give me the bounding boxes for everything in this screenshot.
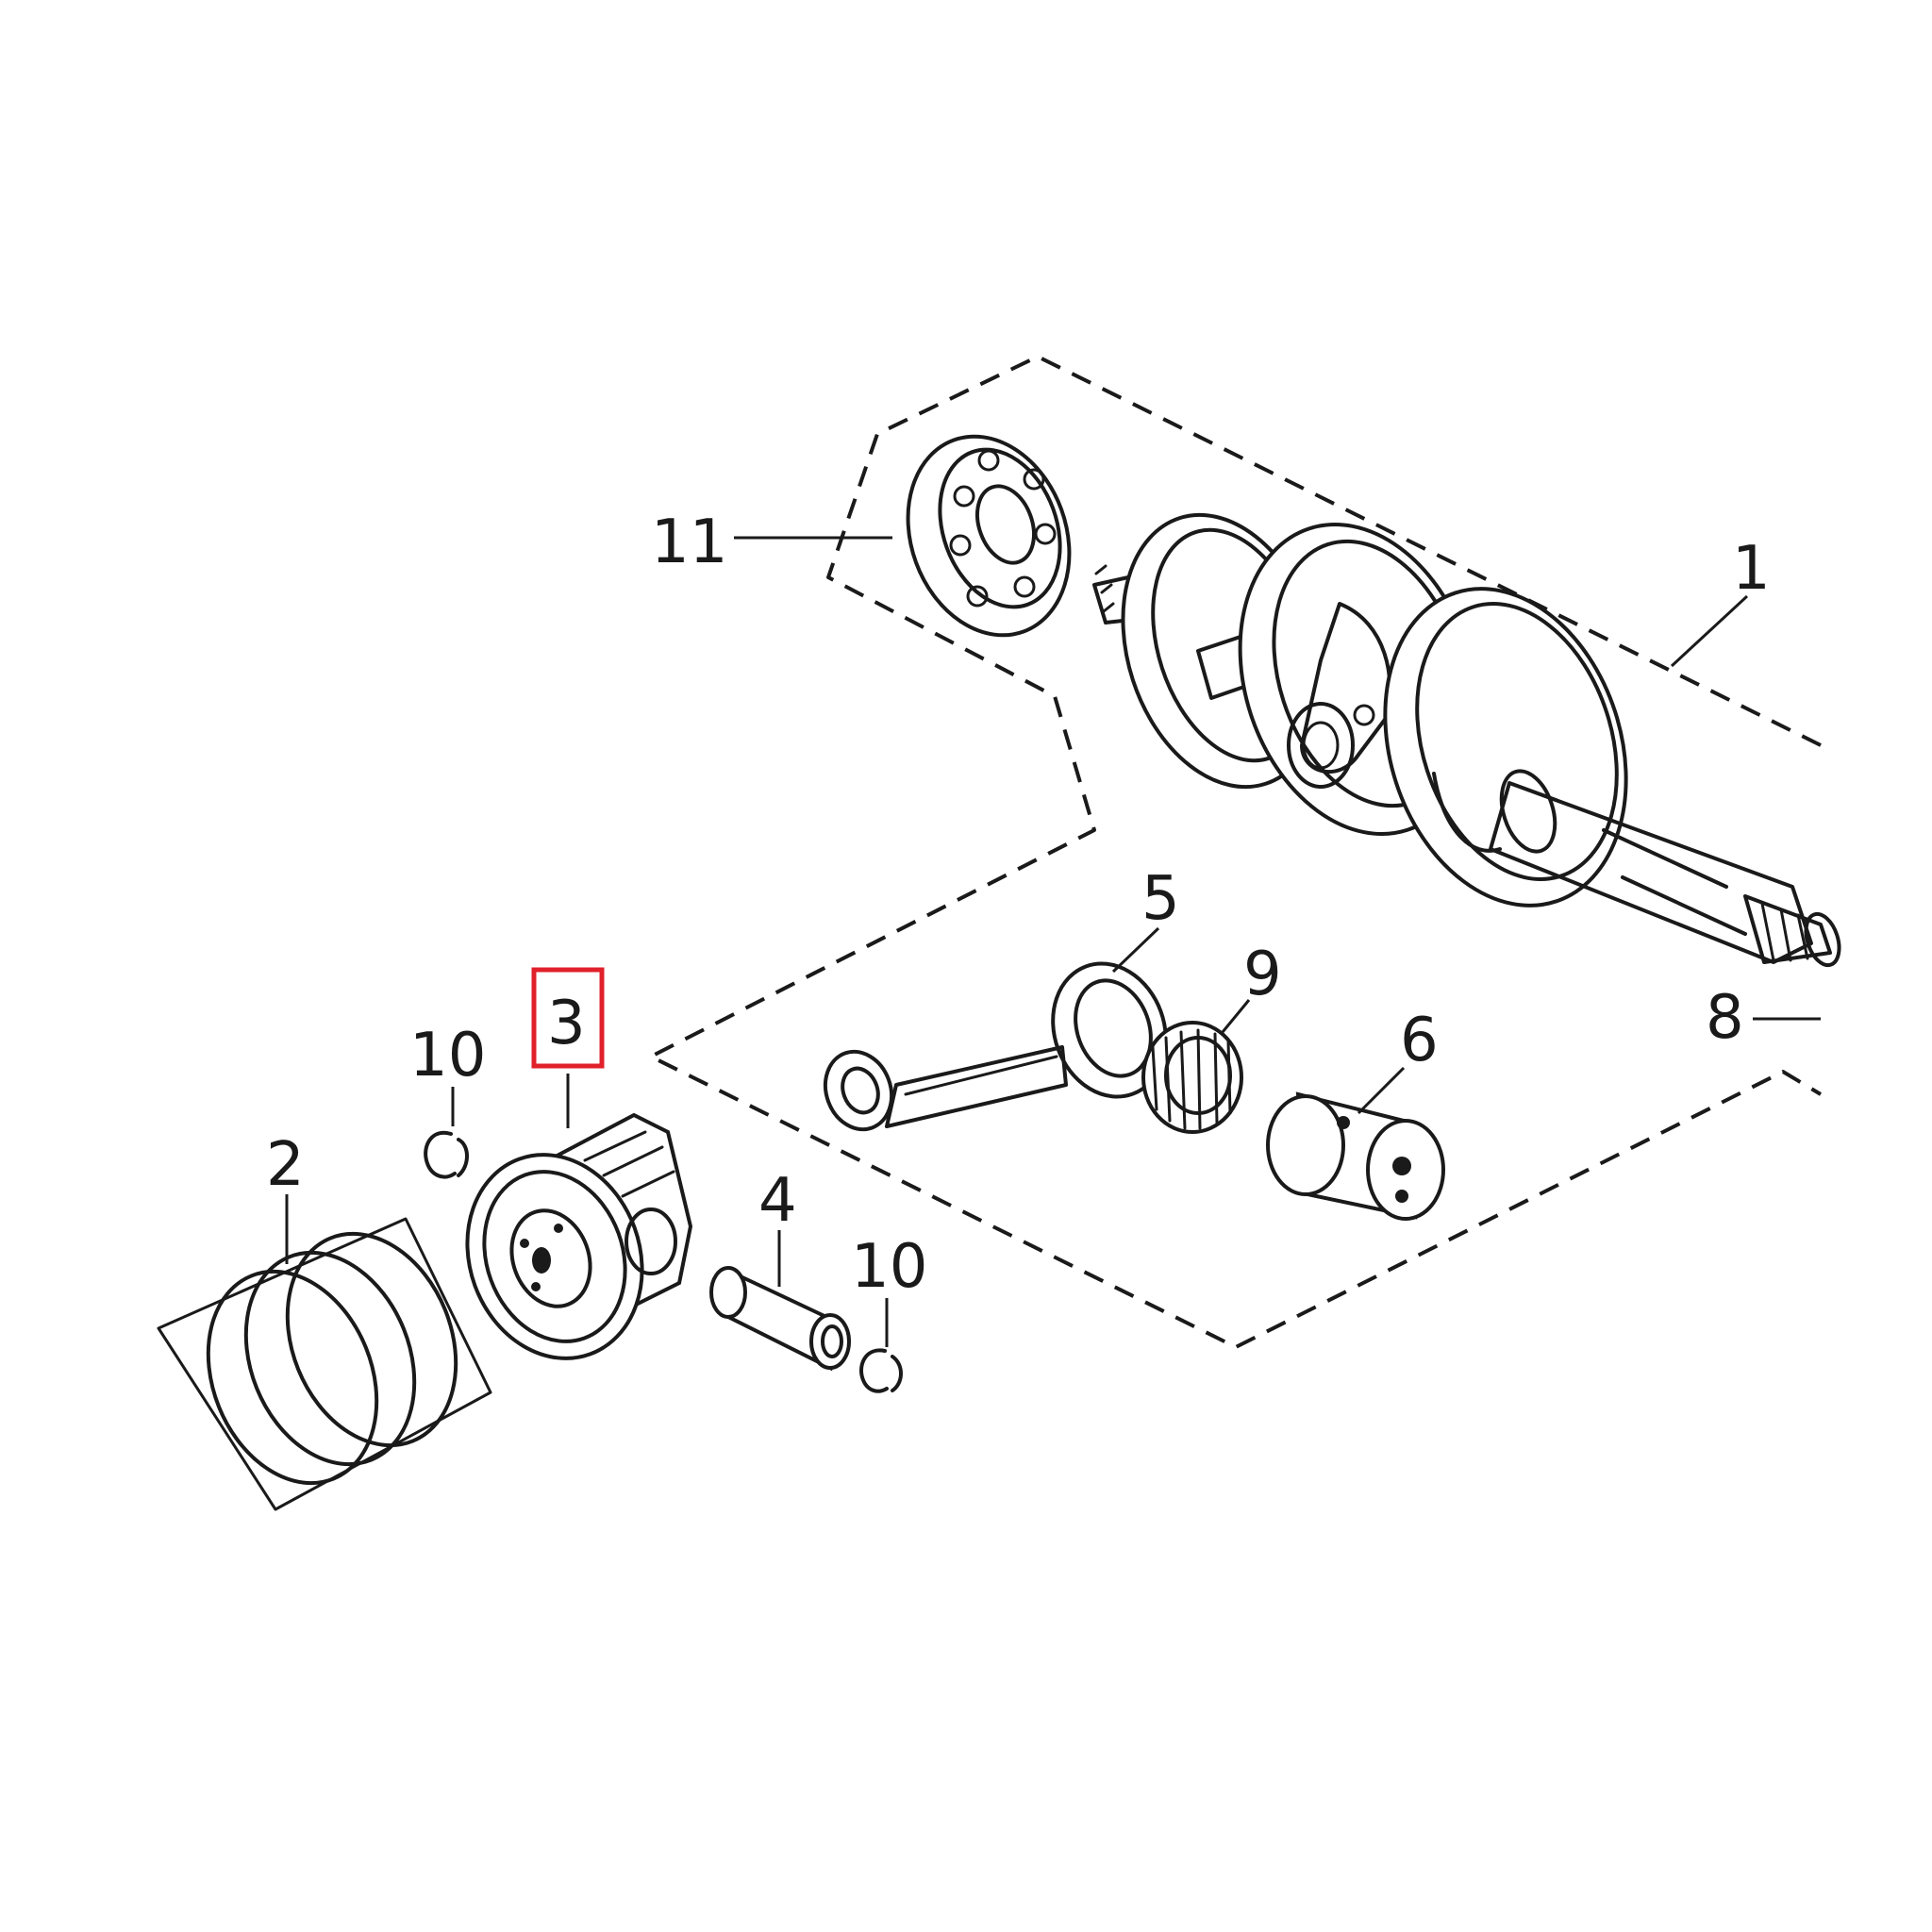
callout-1: 1 — [1732, 534, 1771, 604]
highlight-box — [531, 967, 605, 1069]
part-4-piston-pin[interactable] — [709, 1266, 851, 1372]
callout-8: 8 — [1706, 983, 1744, 1053]
part-2-piston-rings[interactable] — [157, 1208, 492, 1511]
callout-3: 3 — [547, 989, 586, 1058]
callout-9: 9 — [1243, 940, 1282, 1009]
part-1-crankshaft[interactable] — [1090, 489, 1845, 969]
callout-10-bottom: 10 — [851, 1232, 927, 1302]
assembly-group-outline — [649, 355, 1823, 1349]
callout-4: 4 — [758, 1166, 797, 1236]
highlighted-callout-3[interactable]: 3 — [531, 967, 605, 1069]
callout-10-top: 10 — [409, 1021, 486, 1091]
callout-6: 6 — [1400, 1006, 1439, 1075]
part-3-piston[interactable] — [440, 1112, 693, 1383]
part-9-needle-bearing[interactable] — [1141, 1021, 1243, 1134]
part-10-circlip-top[interactable] — [424, 1130, 469, 1179]
callout-2: 2 — [266, 1130, 305, 1200]
callout-5: 5 — [1141, 864, 1180, 934]
callout-11: 11 — [651, 508, 727, 577]
leader-lines — [285, 536, 1821, 1347]
part-6-crank-pin[interactable] — [1266, 1091, 1445, 1221]
part-11-bearing[interactable] — [881, 413, 1096, 658]
part-5-connecting-rod[interactable] — [815, 948, 1184, 1140]
part-10-circlip-bottom[interactable] — [859, 1348, 903, 1393]
